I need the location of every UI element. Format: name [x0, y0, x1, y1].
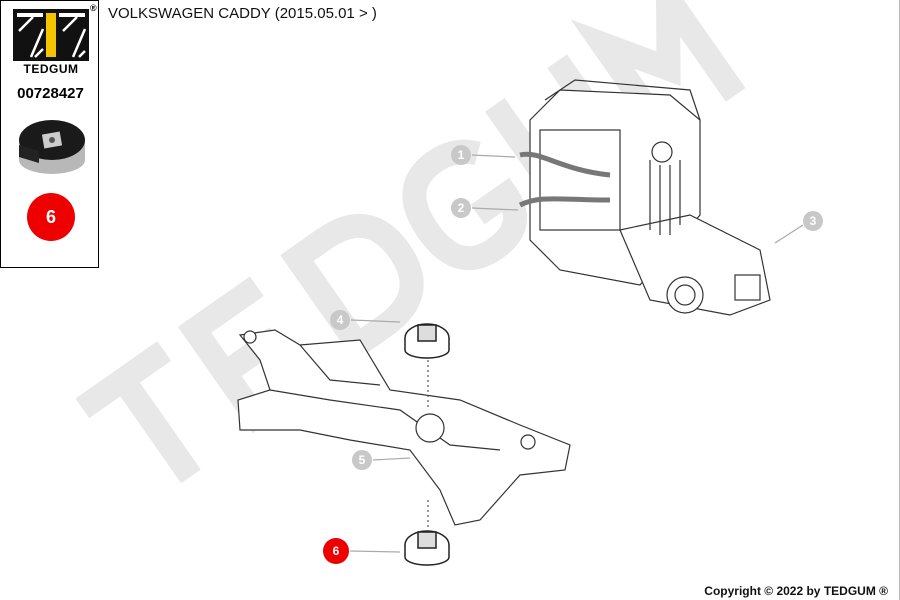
callout-3[interactable]: 3 — [803, 211, 823, 231]
callout-2[interactable]: 2 — [451, 198, 471, 218]
watermark-letter-t — [75, 341, 201, 484]
registered-mark: ® — [90, 3, 97, 13]
watermark-letter-m — [570, 0, 746, 148]
copyright-notice: Copyright © 2022 by TEDGUM ® — [704, 584, 888, 598]
part-info-panel: ® TEDGUM 00728427 6 — [0, 0, 99, 268]
mount-6 — [404, 530, 450, 566]
vehicle-title: VOLKSWAGEN CADDY (2015.05.01 > ) — [108, 5, 377, 22]
position-badge: 6 — [27, 193, 75, 241]
subframe-illustration — [237, 329, 571, 526]
watermark-letter-d — [280, 213, 424, 362]
tedgum-logo — [13, 9, 89, 61]
leader-lines — [349, 154, 804, 553]
engine-illustration — [518, 79, 771, 316]
brand-name: TEDGUM — [23, 62, 79, 76]
callout-6[interactable]: 6 — [323, 538, 349, 564]
callout-5[interactable]: 5 — [352, 450, 372, 470]
watermark-letter-g — [402, 139, 527, 271]
callout-1[interactable]: 1 — [451, 145, 471, 165]
mount-4 — [404, 323, 450, 359]
callout-4[interactable]: 4 — [330, 310, 350, 330]
part-number: 00728427 — [17, 85, 84, 102]
part-thumbnail — [19, 120, 85, 174]
